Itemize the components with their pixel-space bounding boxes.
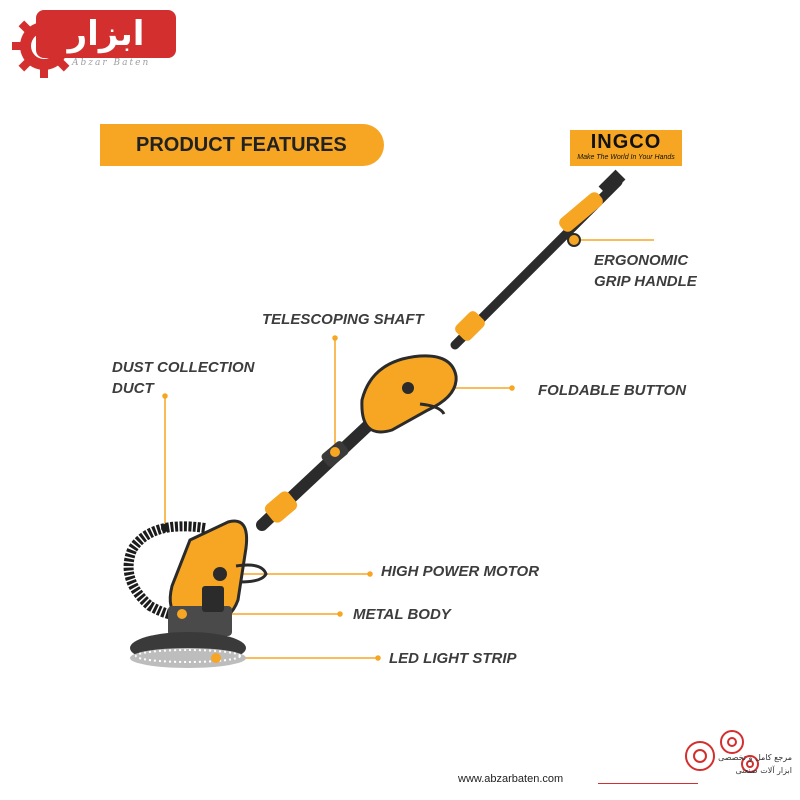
feature-grip-line1: ERGONOMIC	[594, 252, 689, 269]
footer-tagline-line1: مرجع کامل و تخصصی	[718, 753, 792, 762]
feature-ergonomic-grip-handle: ERGONOMIC GRIP HANDLE	[594, 250, 697, 292]
feature-led-light-strip: LED LIGHT STRIP	[389, 650, 517, 667]
website-url: www.abzarbaten.com	[458, 773, 564, 785]
feature-foldable-button: FOLDABLE BUTTON	[538, 382, 687, 399]
feature-telescoping-shaft: TELESCOPING SHAFT	[262, 311, 424, 328]
gears-icon	[685, 730, 759, 773]
product-features-banner: PRODUCT FEATURES	[100, 124, 384, 166]
brand-name: INGCO	[590, 131, 662, 153]
brand-tagline: Make The World In Your Hands	[577, 154, 675, 161]
feature-high-power-motor: HIGH POWER MOTOR	[381, 563, 540, 580]
feature-dust-collection-duct: DUST COLLECTION DUCT	[112, 357, 255, 399]
feature-dust-line1: DUST COLLECTION	[112, 359, 255, 376]
logo-text: ابزار باطن	[36, 10, 176, 102]
feature-grip-line2: GRIP HANDLE	[594, 273, 697, 290]
footer-divider	[598, 783, 698, 784]
brand-logo: INGCO Make The World In Your Hands	[570, 130, 682, 166]
feature-metal-body: METAL BODY	[353, 606, 451, 623]
feature-dust-line2: DUCT	[112, 380, 154, 397]
footer-tagline-line2: ابزار آلات صنعتی	[735, 766, 793, 775]
logo-subtitle: Abzar Baten	[72, 58, 151, 68]
